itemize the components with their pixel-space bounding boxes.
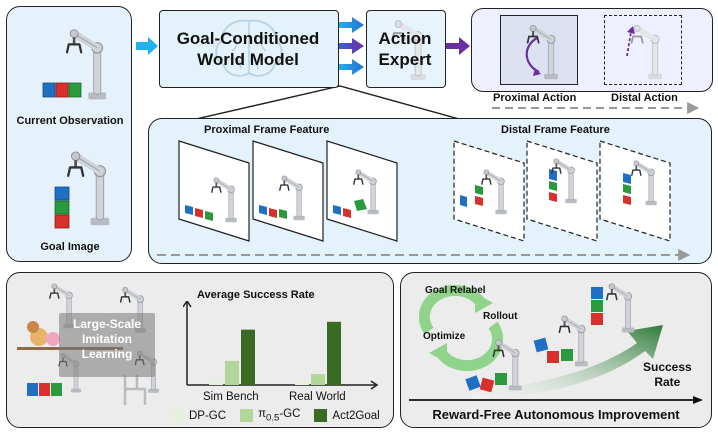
legend-label: Act2Goal <box>332 409 380 422</box>
distal-frame-2 <box>526 140 598 242</box>
distal-arm-image <box>626 16 681 84</box>
success-rate-line2: Rate <box>654 375 681 389</box>
success-rate-chart <box>183 301 379 390</box>
legend-swatch <box>171 409 184 423</box>
chart-title: Average Success Rate <box>197 289 315 301</box>
proximal-action-frame <box>500 15 578 85</box>
action-expert-line1: Action <box>378 29 432 48</box>
bar--0-5-gc-real-world <box>311 374 325 385</box>
world-model-line2: World Model <box>197 50 299 69</box>
improvement-title: Reward-Free Autonomous Improvement <box>432 407 680 422</box>
arrow-wm-to-ae-3 <box>339 59 364 75</box>
world-model-title: Goal-Conditioned World Model <box>160 28 336 70</box>
action-expert-title: Action Expert <box>367 28 443 70</box>
action-expert-line2: Expert <box>378 50 432 69</box>
distal-frame-1 <box>453 140 525 242</box>
legend-swatch <box>240 409 254 423</box>
optimize-label: Optimize <box>423 331 466 342</box>
bar-dp-gc-sim-bench <box>209 378 223 385</box>
proximal-arm-image <box>501 16 577 84</box>
action-expert-box: Action Expert <box>366 10 446 88</box>
legend-label: DP-GC <box>189 409 227 422</box>
feature-callout <box>188 85 466 120</box>
rollout-label: Rollout <box>483 311 518 322</box>
legend-item: Act2Goal <box>314 409 380 423</box>
observation-panel: Current Observation Goal Image <box>6 6 132 262</box>
current-observation-image <box>42 23 117 103</box>
imitation-title: Large-Scale Imitation Learning <box>59 317 155 362</box>
brain-icon <box>215 19 283 77</box>
bar-act2goal-sim-bench <box>241 329 255 385</box>
proximal-frame-1 <box>178 140 250 242</box>
bar--0-5-gc-sim-bench <box>225 360 239 385</box>
imitation-overlay <box>59 313 155 377</box>
imitation-line3: Learning <box>81 347 133 361</box>
proximal-frame-2 <box>252 140 324 242</box>
proximal-action-label: Proximal Action <box>493 92 577 104</box>
goal-image <box>54 145 117 231</box>
distal-feature-label: Distal Frame Feature <box>501 124 610 136</box>
improvement-arrow <box>409 396 703 404</box>
proximal-frame-3 <box>326 140 398 242</box>
chart-legend: DP-GC π0.5-GC Act2Goal <box>171 408 380 423</box>
imitation-line1: Large-Scale <box>72 317 142 331</box>
frame-feature-panel: Proximal Frame Feature Distal Frame Feat… <box>148 118 712 264</box>
bar-dp-gc-real-world <box>295 380 309 385</box>
improvement-drawing <box>418 273 663 399</box>
goal-image-label: Goal Image <box>40 241 100 253</box>
world-model-line1: Goal-Conditioned <box>176 29 320 48</box>
frame-feature-drawing <box>157 140 691 261</box>
current-observation-label: Current Observation <box>16 115 124 127</box>
arrow-ae-to-actions <box>446 37 470 55</box>
success-rate-label: Success Rate <box>643 360 692 390</box>
distal-action-label: Distal Action <box>611 92 678 104</box>
improvement-panel: Goal Relabel Rollout Optimize Success Ra… <box>400 272 712 428</box>
imitation-line2: Imitation <box>82 332 132 346</box>
success-rate-line1: Success <box>643 360 692 374</box>
legend-item: DP-GC <box>171 409 227 423</box>
top-arrows <box>136 17 470 120</box>
arrow-wm-to-ae-1 <box>339 17 364 33</box>
action-timeline-arrow <box>492 102 700 114</box>
proximal-feature-label: Proximal Frame Feature <box>204 124 330 136</box>
arrow-obs-to-wm <box>136 37 158 55</box>
category-label-sim: Sim Bench <box>203 391 259 403</box>
category-label-real: Real World <box>289 391 346 403</box>
arrow-wm-to-ae-2 <box>339 38 364 54</box>
goal-relabel-label: Goal Relabel <box>425 285 486 296</box>
distal-frame-3 <box>599 140 671 242</box>
legend-swatch <box>314 409 328 423</box>
world-model-box: Goal-Conditioned World Model <box>159 10 339 88</box>
legend-label: π0.5-GC <box>258 408 301 424</box>
distal-action-frame <box>604 15 682 85</box>
imitation-chart-panel: Large-Scale Imitation Learning Average S… <box>6 272 394 428</box>
bar-act2goal-real-world <box>327 321 341 385</box>
actions-panel <box>471 8 713 92</box>
legend-item: π0.5-GC <box>240 408 300 423</box>
